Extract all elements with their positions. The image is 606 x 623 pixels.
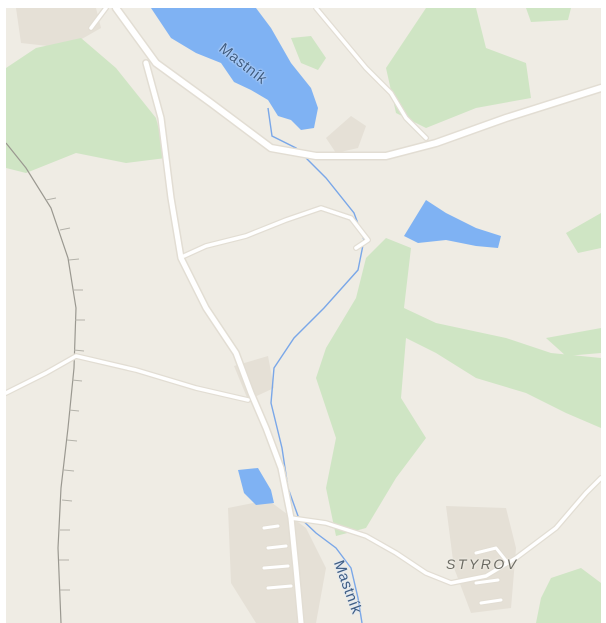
forest-east-strip [546, 328, 601, 356]
forest-areas [6, 8, 601, 623]
forest-top-right-small [526, 8, 571, 22]
road-north-south [143, 60, 304, 623]
forest-east-edge [566, 213, 601, 253]
road-northeast [314, 8, 428, 140]
forest-northwest [6, 38, 166, 173]
water-bodies [151, 8, 501, 505]
road-forest-loop [182, 206, 370, 258]
railway [6, 142, 85, 623]
map-canvas[interactable] [6, 8, 601, 623]
village-streets-west [262, 524, 293, 590]
forest-northeast [386, 8, 531, 128]
stream-mastnik [267, 107, 365, 623]
pond-south [238, 468, 274, 505]
forest-southeast [536, 568, 601, 623]
built-up-area-northwest [16, 8, 101, 48]
road-to-styrov [289, 476, 601, 585]
road-northwest-stub [89, 8, 108, 30]
built-up-area-north [326, 116, 366, 153]
railway-line [6, 142, 77, 623]
map-view[interactable]: Mastník Mastník STYROV [6, 8, 601, 623]
lake-mastnik [151, 8, 318, 130]
road-west [6, 354, 250, 402]
built-up-areas [16, 8, 516, 623]
roads [6, 8, 601, 623]
railway-ties [45, 197, 85, 591]
forest-north-patch [291, 36, 326, 70]
forest-central-band [316, 238, 601, 536]
pond-east [404, 200, 501, 248]
village-label-styrov: STYROV [446, 556, 519, 572]
road-main-northern [113, 8, 601, 159]
village-streets-styrov [474, 546, 510, 605]
built-up-area-village-styrov [446, 506, 516, 613]
